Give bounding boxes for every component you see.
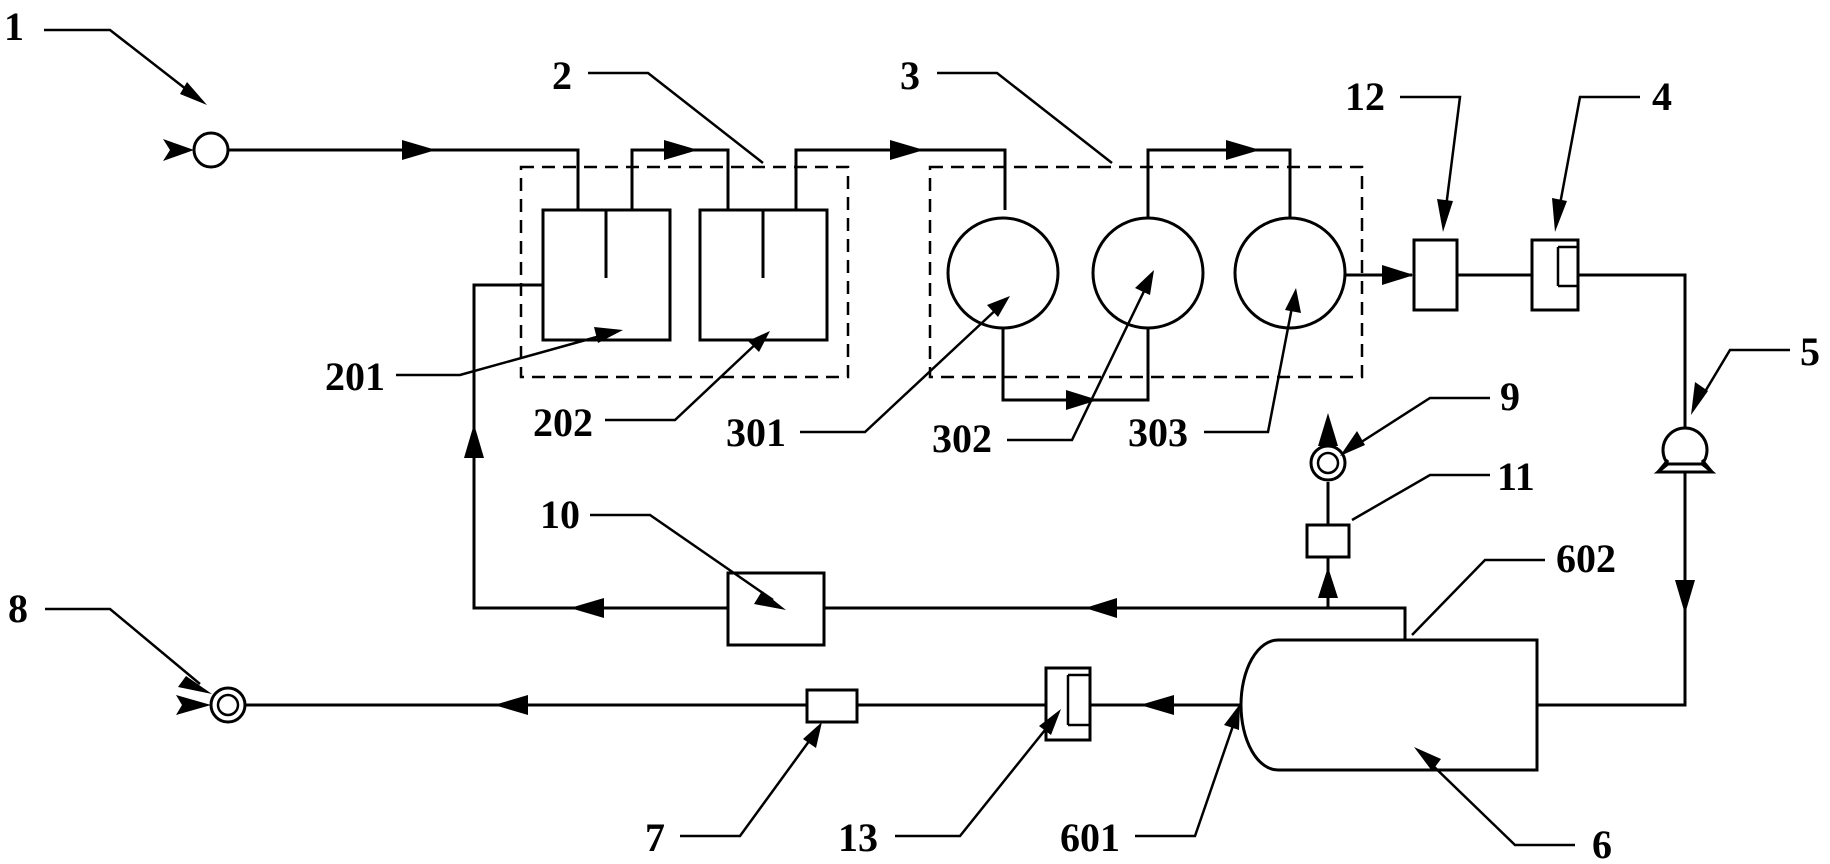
gas-outlet-9 (1309, 413, 1347, 482)
label-303: 303 (1128, 410, 1188, 455)
label-13: 13 (838, 815, 878, 860)
tank-201 (541, 208, 672, 342)
label-8: 8 (8, 586, 28, 631)
pipe-601-to-outlet-8 (243, 695, 1241, 715)
label-2: 2 (552, 53, 572, 98)
label-301: 301 (726, 410, 786, 455)
pump-5 (1653, 426, 1717, 474)
component-12 (1412, 238, 1459, 312)
label-601: 601 (1060, 815, 1120, 860)
component-11 (1305, 523, 1351, 559)
tank-202 (698, 208, 829, 342)
label-7: 7 (645, 815, 665, 860)
label-602: 602 (1556, 536, 1616, 581)
pipe-602-recycle (824, 553, 1407, 640)
label-12: 12 (1345, 74, 1385, 119)
label-302: 302 (932, 416, 992, 461)
label-9: 9 (1500, 374, 1520, 419)
label-4: 4 (1652, 74, 1672, 119)
label-1: 1 (4, 4, 24, 49)
label-5: 5 (1800, 329, 1820, 374)
label-6: 6 (1592, 822, 1612, 864)
unit-3-piping (1001, 140, 1292, 410)
tank-6 (1239, 638, 1539, 772)
component-7 (805, 688, 859, 724)
unit-2-boundary (519, 165, 850, 379)
label-202: 202 (533, 400, 593, 445)
pipe-4-to-6 (1537, 273, 1695, 707)
component-10 (726, 571, 826, 647)
label-3: 3 (900, 53, 920, 98)
label-201: 201 (325, 354, 385, 399)
vessel-302 (1091, 216, 1205, 330)
pipe-10-to-201 (464, 283, 728, 618)
inlet-1 (163, 131, 230, 169)
label-11: 11 (1497, 454, 1535, 499)
component-4 (1530, 238, 1580, 312)
leader-lines (44, 28, 1790, 847)
outlet-8 (176, 686, 247, 724)
pipe-303-to-12 (1345, 265, 1414, 285)
unit-3-boundary (928, 165, 1364, 379)
inlet-pipe (228, 140, 1007, 210)
vessel-301 (946, 216, 1060, 330)
label-10: 10 (540, 492, 580, 537)
